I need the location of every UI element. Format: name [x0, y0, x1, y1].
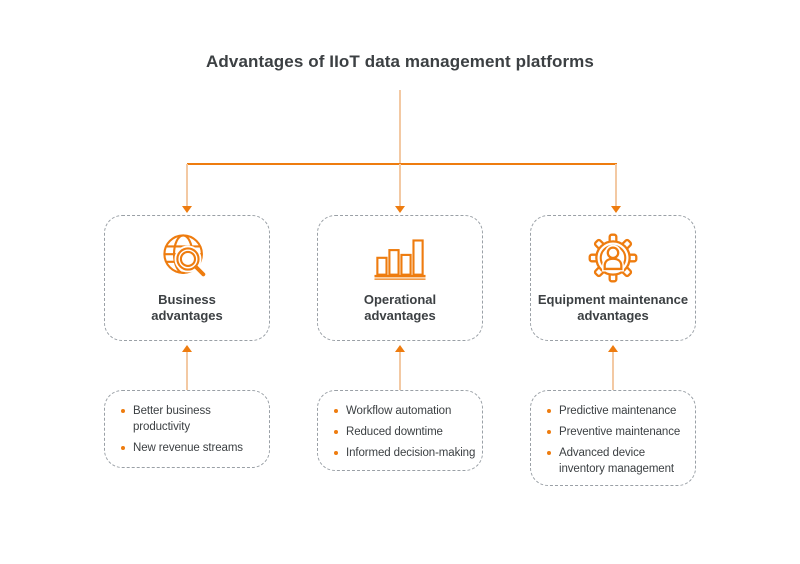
benefit-text: Predictive maintenance	[559, 405, 677, 417]
bullet-dot	[547, 409, 551, 413]
category-label-line: advantages	[577, 307, 649, 323]
arrow-up-icon	[182, 345, 192, 352]
benefit-item: Better business productivity	[121, 403, 265, 435]
benefit-text: Preventive maintenance	[559, 426, 681, 438]
category-label: Operational advantages	[364, 292, 436, 323]
globe-search-icon	[162, 231, 212, 285]
category-box-equipment-maintenance: Equipment maintenance advantages	[530, 215, 696, 341]
benefit-item: Predictive maintenance	[547, 403, 691, 419]
category-label-line: Equipment maintenance	[537, 292, 689, 307]
bullet-dot	[547, 430, 551, 434]
branch-line-right	[615, 164, 617, 206]
category-label-line: Business	[158, 292, 216, 307]
bullet-dot	[121, 409, 125, 413]
benefit-item: Advanced device inventory management	[547, 445, 691, 477]
arrow-down-icon	[395, 206, 405, 213]
diagram-title: Advantages of IIoT data management platf…	[206, 52, 594, 71]
category-box-business: Business advantages	[104, 215, 270, 341]
arrow-down-icon	[182, 206, 192, 213]
benefit-text: Workflow automation	[346, 405, 452, 417]
branch-line-center	[399, 164, 401, 206]
benefits-box-operational: Workflow automation Reduced downtime Inf…	[317, 390, 483, 471]
benefit-item: Preventive maintenance	[547, 424, 691, 440]
arrow-up-icon	[608, 345, 618, 352]
bullet-dot	[334, 451, 338, 455]
benefits-box-business: Better business productivity New revenue…	[104, 390, 270, 468]
benefit-item: Informed decision-making	[334, 445, 478, 461]
benefit-text: Better business productivity	[133, 405, 211, 433]
benefits-box-equipment-maintenance: Predictive maintenance Preventive mainte…	[530, 390, 696, 486]
category-label: Equipment maintenance advantages	[538, 292, 688, 323]
arrow-up-icon	[395, 345, 405, 352]
benefit-text: Advanced device inventory management	[559, 447, 674, 475]
bullet-dot	[547, 451, 551, 455]
bullet-dot	[334, 409, 338, 413]
benefit-item: New revenue streams	[121, 440, 265, 456]
trunk-line	[399, 90, 401, 163]
bullet-dot	[334, 430, 338, 434]
arrow-down-icon	[611, 206, 621, 213]
benefit-text: Informed decision-making	[346, 447, 476, 459]
benefit-text: Reduced downtime	[346, 426, 443, 438]
category-box-operational: Operational advantages	[317, 215, 483, 341]
link-line-left	[186, 352, 188, 390]
benefit-text: New revenue streams	[133, 442, 243, 454]
bullet-dot	[121, 446, 125, 450]
benefit-item: Workflow automation	[334, 403, 478, 419]
gear-person-icon	[587, 231, 639, 285]
category-label-line: Operational	[363, 292, 437, 307]
link-line-right	[612, 352, 614, 390]
branch-rail-line	[187, 163, 617, 165]
bar-chart-icon	[374, 231, 426, 285]
category-label-line: advantages	[151, 307, 223, 323]
link-line-center	[399, 352, 401, 390]
category-label-line: advantages	[364, 307, 436, 323]
category-label: Business advantages	[151, 292, 223, 323]
benefit-item: Reduced downtime	[334, 424, 478, 440]
branch-line-left	[186, 164, 188, 206]
